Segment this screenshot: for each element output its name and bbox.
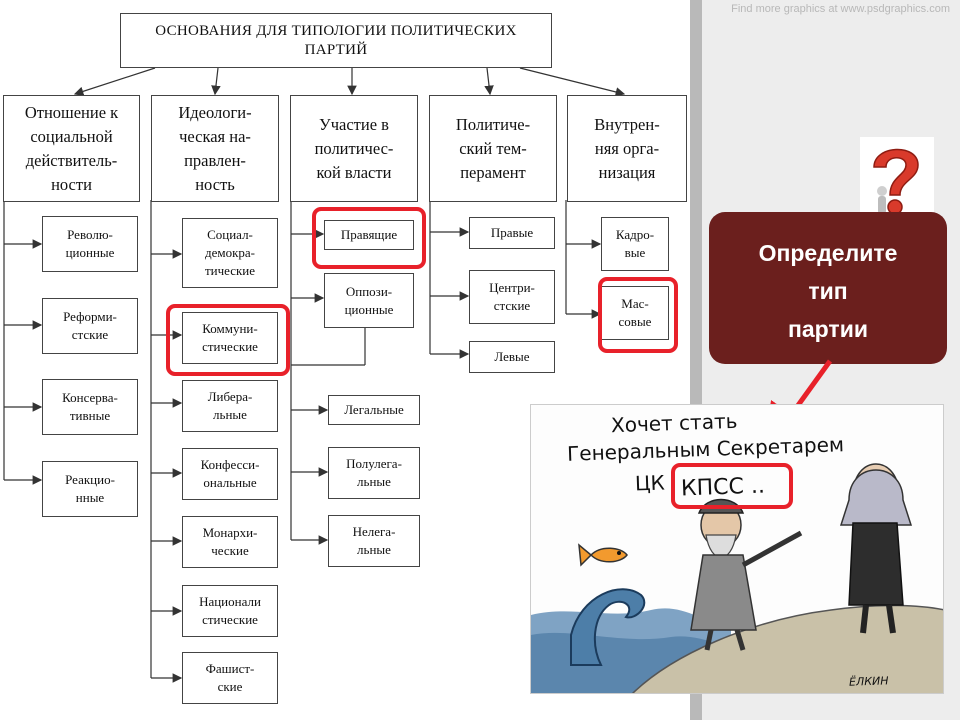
cartoon-caption-line3b: КПСС .. [680, 473, 766, 502]
question-mark-icon [860, 137, 934, 225]
type-cadre: Кадро- вые [601, 217, 669, 271]
category-ideology: Идеологи- ческая на- правлен- ность [151, 95, 279, 202]
type-ruling: Правящие [324, 220, 414, 250]
type-mass: Мас- совые [601, 286, 669, 340]
type-illegal: Нелега- льные [328, 515, 420, 567]
type-conservative: Консерва- тивные [42, 379, 138, 435]
highlight-communist [166, 304, 290, 376]
type-left: Левые [469, 341, 555, 373]
type-social-democratic: Социал- демокра- тические [182, 218, 278, 288]
cartoon-signature: ЁЛКИН [848, 674, 889, 689]
cartoon-illustration: Хочет стать Генеральным Секретарем ЦК КП… [530, 404, 944, 694]
category-social-reality: Отношение к социальной действитель- ност… [3, 95, 140, 202]
callout-determine-party-type: Определите тип партии [709, 212, 947, 364]
type-legal: Легальные [328, 395, 420, 425]
highlight-mass [598, 277, 678, 353]
category-political-temperament: Политиче- ский тем- перамент [429, 95, 557, 202]
watermark: Find more graphics at www.psdgraphics.co… [731, 3, 950, 15]
type-right: Правые [469, 217, 555, 249]
type-confessional: Конфесси- ональные [182, 448, 278, 500]
category-power-participation: Участие в политичес- кой власти [290, 95, 418, 202]
type-liberal: Либера- льные [182, 380, 278, 432]
type-revolutionary: Револю- ционные [42, 216, 138, 272]
diagram-title: ОСНОВАНИЯ ДЛЯ ТИПОЛОГИИ ПОЛИТИЧЕСКИХ ПАР… [120, 13, 552, 68]
type-communist: Коммуни- стические [182, 312, 278, 364]
highlight-ruling [312, 207, 426, 269]
type-centrist: Центри- стские [469, 270, 555, 324]
category-internal-organization: Внутрен- няя орга- низация [567, 95, 687, 202]
type-monarchic: Монархи- ческие [182, 516, 278, 568]
type-reactionary: Реакцио- нные [42, 461, 138, 517]
type-reformist: Реформи- стские [42, 298, 138, 354]
type-opposition: Оппози- ционные [324, 273, 414, 328]
type-fascist: Фашист- ские [182, 652, 278, 704]
type-semi-legal: Полулега- льные [328, 447, 420, 499]
cartoon-caption-line3a: ЦК [634, 470, 666, 496]
cartoon-caption-line1: Хочет стать [610, 408, 738, 438]
type-nationalist: Национали стические [182, 585, 278, 637]
